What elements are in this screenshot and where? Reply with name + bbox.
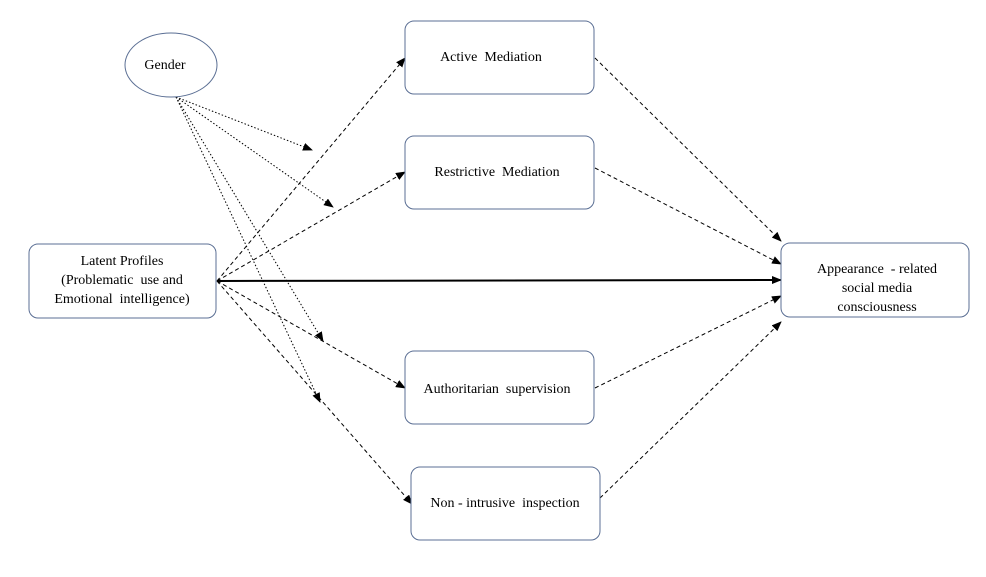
latent-profiles-line-2: (Problematic use and <box>61 273 183 288</box>
arrow-gender-to-path-noninstrusive <box>175 96 321 403</box>
outcome-line-2: social media <box>842 281 913 296</box>
latent-profiles-line-1: Latent Profiles <box>81 254 164 269</box>
arrow-profiles-to-outcome-direct <box>216 276 782 285</box>
mediator-to-outcome-arrows <box>594 57 782 499</box>
node-active-mediation: Active Mediation <box>404 20 595 95</box>
node-non-intrusive-inspection: Non - intrusive inspection <box>410 466 601 541</box>
latent-profiles-line-3: Emotional intelligence) <box>54 292 190 307</box>
node-latent-profiles: Latent Profiles (Problematic use and Emo… <box>28 243 217 319</box>
active-mediation-label: Active Mediation <box>440 50 542 65</box>
arrow-profiles-to-restrictive <box>216 171 406 282</box>
node-restrictive-mediation: Restrictive Mediation <box>404 135 595 210</box>
arrow-restrictive-to-outcome <box>594 167 782 265</box>
predictor-to-mediator-arrows <box>216 57 413 505</box>
arrow-gender-to-path-restrictive <box>175 96 334 208</box>
non-intrusive-inspection-label: Non - intrusive inspection <box>430 496 579 511</box>
arrow-gender-to-path-active <box>175 96 313 151</box>
outcome-line-1: Appearance - related <box>817 262 937 277</box>
node-gender: Gender <box>124 32 218 98</box>
arrow-profiles-to-active <box>216 57 406 282</box>
gender-label: Gender <box>144 58 186 73</box>
gender-ellipse <box>124 32 218 98</box>
restrictive-mediation-label: Restrictive Mediation <box>434 165 559 180</box>
non-intrusive-inspection-box <box>410 466 601 541</box>
outcome-box <box>780 242 970 318</box>
authoritarian-supervision-box <box>404 350 595 425</box>
restrictive-mediation-box <box>404 135 595 210</box>
authoritarian-supervision-label: Authoritarian supervision <box>424 382 571 397</box>
arrow-profiles-to-noninstrusive <box>216 280 413 505</box>
arrow-noninstrusive-to-outcome <box>599 321 782 499</box>
latent-profiles-box <box>28 243 217 319</box>
arrow-active-to-outcome <box>594 57 782 242</box>
arrow-authoritarian-to-outcome <box>594 295 782 389</box>
gender-moderation-arrows <box>175 96 334 403</box>
node-authoritarian-supervision: Authoritarian supervision <box>404 350 595 425</box>
outcome-line-3: consciousness <box>837 300 916 315</box>
active-mediation-box <box>404 20 595 95</box>
node-outcome: Appearance - related social media consci… <box>780 242 970 318</box>
arrow-profiles-to-authoritarian <box>216 280 406 389</box>
